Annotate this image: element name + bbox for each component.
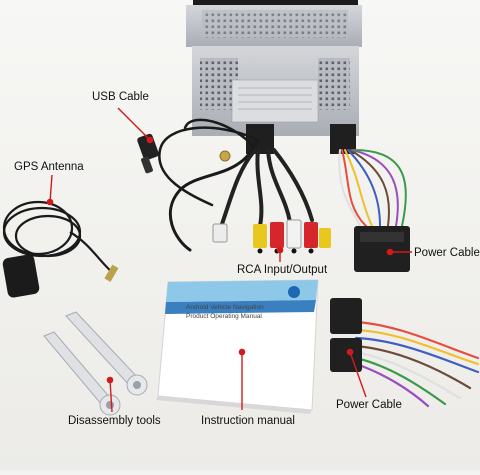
rca-plug-yellow: [253, 224, 267, 248]
manual-cover-line2: Product Operating Manual: [186, 313, 262, 320]
label-power-cable-bottom: Power Cable: [336, 399, 402, 411]
label-gps-antenna: GPS Antenna: [14, 161, 84, 173]
label-power-cable-top: Power Cable: [414, 247, 480, 259]
head-unit: [186, 0, 362, 162]
gps-antenna: [2, 200, 119, 298]
usb-plug: [137, 133, 159, 161]
rca-plug-red-2: [304, 222, 318, 248]
power-connector-bottom-b: [330, 338, 362, 372]
rca-plug-white: [212, 223, 228, 243]
rca-bundle: [212, 148, 331, 254]
instruction-manual: Android Vehicle Navigation Product Opera…: [156, 279, 319, 414]
rca-plug-white-2: [286, 219, 302, 249]
manual-logo: [288, 286, 300, 298]
rca-plug-red: [270, 222, 284, 248]
callout-leaders: [46, 107, 412, 413]
label-disassembly-tools: Disassembly tools: [68, 415, 161, 427]
label-usb-cable: USB Cable: [92, 91, 149, 103]
power-cable-bottom: [330, 298, 480, 408]
power-cable-top: [338, 149, 410, 272]
disassembly-tools: [43, 311, 148, 416]
rca-plug-yellow-2: [319, 228, 331, 248]
antenna-jack: [219, 150, 231, 162]
gps-antenna-puck: [2, 254, 40, 298]
label-rca-input-output: RCA Input/Output: [237, 264, 328, 276]
usb-cable: [158, 118, 260, 252]
manual-cover-line1: Android Vehicle Navigation: [186, 304, 264, 311]
unit-socket-right: [330, 124, 356, 154]
label-instruction-manual: Instruction manual: [201, 415, 295, 427]
power-connector-bottom-a: [330, 298, 362, 334]
